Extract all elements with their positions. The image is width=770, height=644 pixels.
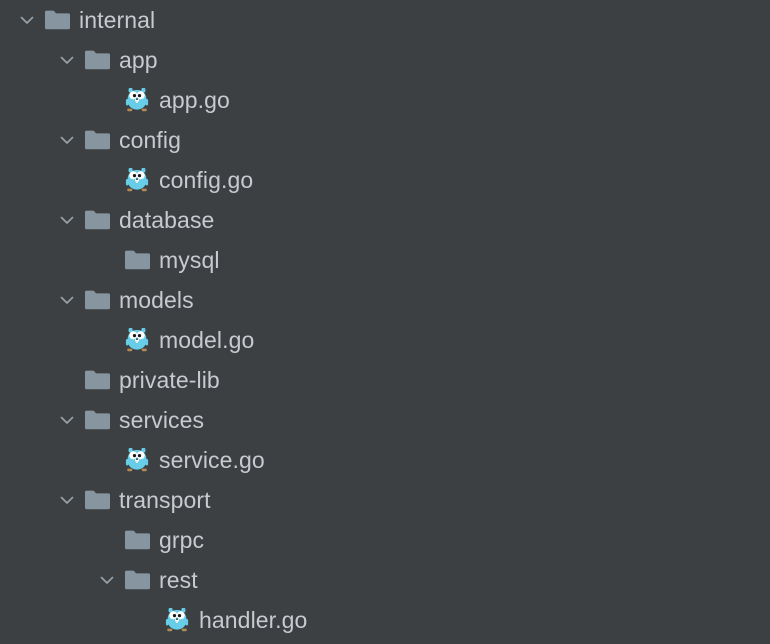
folder-icon [84,487,110,513]
tree-indent-spacer [0,340,90,341]
tree-indent-spacer [0,580,90,581]
tree-node-label: database [119,207,215,233]
tree-row-mysql[interactable]: mysql [0,240,770,280]
tree-twisty-placeholder [90,160,124,200]
go-gopher-icon [124,87,150,113]
tree-row-private-lib[interactable]: private-lib [0,360,770,400]
tree-row-database[interactable]: database [0,200,770,240]
tree-indent-spacer [0,20,10,21]
folder-icon [124,527,150,553]
folder-icon [84,287,110,313]
tree-twisty-placeholder [90,80,124,120]
tree-node-label: config [119,127,181,153]
tree-node-label: app [119,47,158,73]
tree-node-label: handler.go [199,607,308,633]
tree-indent-spacer [0,180,90,181]
tree-row-grpc[interactable]: grpc [0,520,770,560]
folder-icon [124,247,150,273]
folder-icon [84,367,110,393]
tree-twisty-placeholder [90,520,124,560]
chevron-down-icon[interactable] [10,0,44,40]
tree-node-label: mysql [159,247,220,273]
tree-row-config[interactable]: config [0,120,770,160]
go-gopher-icon [124,167,150,193]
tree-indent-spacer [0,100,90,101]
tree-node-label: rest [159,567,198,593]
tree-twisty-placeholder [50,360,84,400]
tree-indent-spacer [0,620,130,621]
tree-twisty-placeholder [90,320,124,360]
tree-node-label: grpc [159,527,205,553]
tree-row-config-go[interactable]: config.go [0,160,770,200]
tree-indent-spacer [0,500,50,501]
tree-node-label: private-lib [119,367,220,393]
chevron-down-icon[interactable] [50,200,84,240]
tree-node-label: services [119,407,205,433]
tree-node-label: models [119,287,194,313]
tree-node-label: service.go [159,447,265,473]
go-gopher-icon [164,607,190,633]
tree-node-label: internal [79,7,156,33]
go-gopher-icon [124,447,150,473]
tree-indent-spacer [0,140,50,141]
tree-row-service-go[interactable]: service.go [0,440,770,480]
chevron-down-icon[interactable] [90,560,124,600]
tree-row-models[interactable]: models [0,280,770,320]
tree-row-internal[interactable]: internal [0,0,770,40]
folder-icon [124,567,150,593]
folder-icon [84,47,110,73]
tree-node-label: config.go [159,167,254,193]
chevron-down-icon[interactable] [50,400,84,440]
tree-twisty-placeholder [130,600,164,640]
tree-node-label: app.go [159,87,230,113]
tree-row-rest[interactable]: rest [0,560,770,600]
chevron-down-icon[interactable] [50,40,84,80]
tree-row-handler-go[interactable]: handler.go [0,600,770,640]
folder-icon [84,407,110,433]
tree-row-model-go[interactable]: model.go [0,320,770,360]
folder-icon [84,207,110,233]
tree-indent-spacer [0,380,50,381]
tree-indent-spacer [0,540,90,541]
folder-icon [44,7,70,33]
tree-indent-spacer [0,220,50,221]
chevron-down-icon[interactable] [50,120,84,160]
tree-row-app-go[interactable]: app.go [0,80,770,120]
chevron-down-icon[interactable] [50,480,84,520]
tree-node-label: transport [119,487,211,513]
tree-twisty-placeholder [90,240,124,280]
tree-indent-spacer [0,260,90,261]
chevron-down-icon[interactable] [50,280,84,320]
tree-indent-spacer [0,60,50,61]
tree-twisty-placeholder [90,440,124,480]
tree-row-services[interactable]: services [0,400,770,440]
tree-row-transport[interactable]: transport [0,480,770,520]
tree-indent-spacer [0,420,50,421]
tree-node-label: model.go [159,327,255,353]
tree-indent-spacer [0,300,50,301]
tree-indent-spacer [0,460,90,461]
tree-row-app[interactable]: app [0,40,770,80]
go-gopher-icon [124,327,150,353]
folder-icon [84,127,110,153]
